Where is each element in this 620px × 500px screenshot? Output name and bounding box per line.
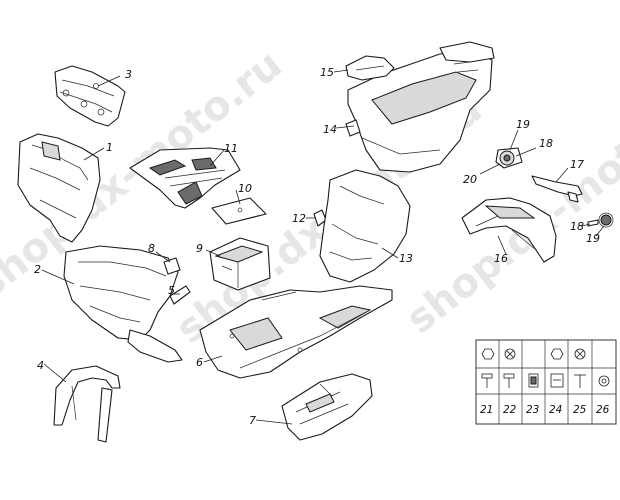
callout-20: 20 — [463, 173, 477, 186]
clip-icon — [550, 373, 564, 388]
part-3-bracket — [54, 65, 126, 127]
leader-lines — [41, 69, 605, 425]
legend-number: 25 — [573, 404, 587, 416]
legend-number: 22 — [503, 404, 517, 416]
callout-4: 4 — [37, 359, 44, 372]
callout-11: 11 — [224, 142, 238, 155]
callout-1: 1 — [106, 141, 113, 154]
part-2-inner-shield — [63, 245, 183, 363]
callout-6: 6 — [196, 356, 203, 369]
part-5-bracket — [169, 285, 191, 305]
legend-number: 21 — [480, 404, 493, 416]
hex-head-icon — [481, 348, 495, 360]
part-6-floor-panel — [199, 285, 393, 379]
callout-10: 10 — [238, 182, 252, 195]
callout-7: 7 — [249, 414, 256, 427]
callout-9: 9 — [196, 242, 203, 255]
nut-icon — [528, 373, 539, 388]
fastener-group-lower — [587, 212, 614, 228]
callout-labels: 1 2 3 4 5 6 7 8 9 10 11 12 13 14 15 16 1… — [34, 66, 600, 427]
part-4-front-arch — [53, 365, 121, 443]
callout-17: 17 — [570, 158, 584, 171]
part-17-bracket — [531, 175, 583, 203]
part-8-clip — [163, 257, 181, 275]
tbolt-icon — [574, 374, 586, 388]
callout-5: 5 — [168, 284, 175, 297]
cross-recess-icon — [504, 348, 516, 360]
part-7-under-cover — [281, 373, 373, 441]
part-1-front-shield — [17, 133, 101, 243]
part-14-storage-bucket — [345, 41, 495, 173]
fastener-group-upper — [495, 147, 523, 169]
legend-number: 23 — [526, 404, 539, 416]
legend-frame — [475, 339, 617, 425]
callout-8: 8 — [148, 242, 155, 255]
part-15-cap — [345, 55, 395, 81]
part-10-plate — [211, 197, 267, 225]
fastener-legend: 21 22 23 24 25 26 — [475, 339, 617, 425]
callout-16: 16 — [494, 252, 508, 265]
part-16-rear-fender — [461, 197, 557, 263]
callout-12: 12 — [292, 212, 306, 225]
callout-19: 19 — [516, 118, 530, 131]
callout-15: 15 — [320, 66, 334, 79]
callout-18: 18 — [570, 220, 584, 233]
legend-number: 24 — [549, 404, 562, 416]
hex-head-icon — [550, 348, 564, 360]
part-13-center-cover — [319, 169, 411, 283]
callout-14: 14 — [323, 123, 337, 136]
bolt-icon — [481, 373, 493, 388]
washer-icon — [598, 375, 610, 387]
callout-18: 18 — [539, 137, 553, 150]
callout-3: 3 — [125, 68, 132, 81]
callout-13: 13 — [399, 252, 413, 265]
callout-19: 19 — [586, 232, 600, 245]
cross-recess-icon — [574, 348, 586, 360]
screw-icon — [503, 373, 515, 388]
callout-2: 2 — [34, 263, 41, 276]
legend-number: 26 — [596, 404, 610, 416]
part-9-battery-box — [209, 237, 271, 291]
